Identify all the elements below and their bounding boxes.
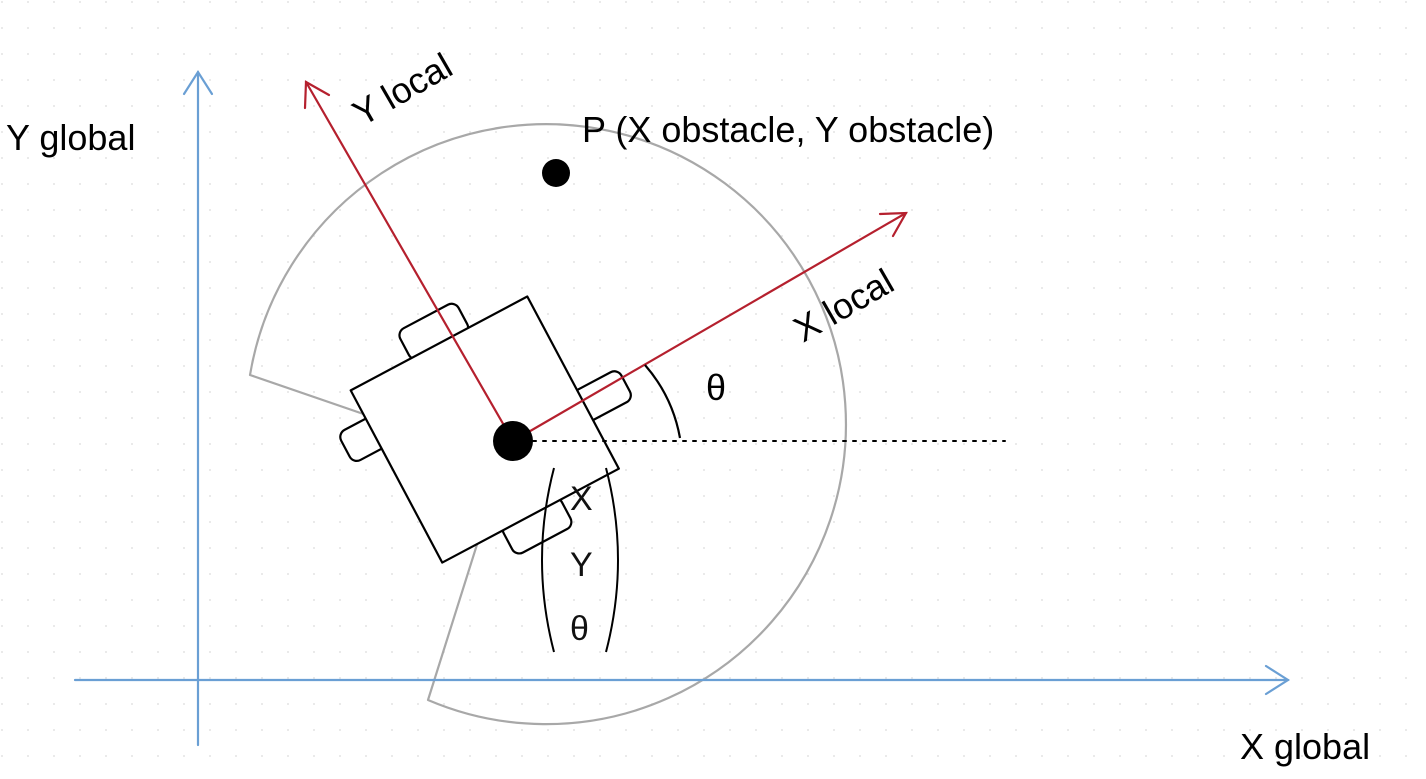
global-y-arrowhead bbox=[182, 69, 214, 96]
theta-label: θ bbox=[706, 367, 726, 408]
obstacle-point-label: P (X obstacle, Y obstacle) bbox=[582, 109, 994, 150]
state-vector-y: Y bbox=[570, 546, 593, 584]
robot-body bbox=[349, 295, 620, 564]
x-global-label: X global bbox=[1240, 726, 1370, 767]
global-axes bbox=[73, 69, 1291, 747]
local-y-axis bbox=[304, 80, 515, 443]
local-x-axis bbox=[511, 211, 908, 443]
sensor-range-arc bbox=[248, 123, 848, 726]
robot bbox=[339, 295, 632, 564]
global-x-arrowhead bbox=[1264, 664, 1291, 696]
y-global-label: Y global bbox=[6, 117, 135, 158]
local-axes bbox=[303, 80, 908, 443]
robot-center-point bbox=[493, 421, 533, 461]
local-y-arrowhead bbox=[303, 80, 331, 110]
state-vector-theta: θ bbox=[570, 610, 589, 648]
obstacle-point bbox=[542, 159, 570, 187]
state-vector-right-paren bbox=[605, 467, 619, 653]
state-vector-left-paren bbox=[541, 467, 555, 653]
local-x-arrowhead bbox=[878, 211, 908, 238]
state-vector-x: X bbox=[570, 480, 593, 518]
theta-angle-arc bbox=[644, 364, 682, 439]
